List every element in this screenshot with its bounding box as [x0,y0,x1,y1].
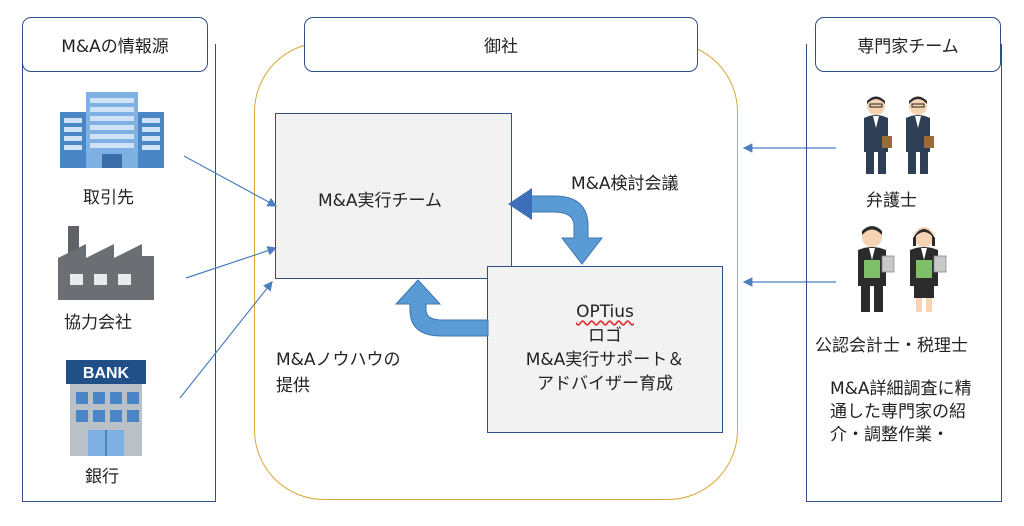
company-title-text: 御社 [484,37,518,57]
knowhow-curved-arrow [394,279,489,337]
experts-panel [806,44,1002,502]
experts-title-text: 専門家チーム [857,37,959,57]
ma-team-label: M&A実行チーム [318,191,443,211]
sources-title-text: M&Aの情報源 [61,37,169,57]
knowhow-label-line1: M&Aノウハウの [276,350,401,370]
optius-advisor-label: アドバイザー育成 [537,374,673,394]
source-label-partners: 協力会社 [64,313,132,333]
optius-text-block: OPTius ロゴ M&A実行サポート＆ アドバイザー育成 [487,300,723,396]
experts-desc-line2: 通した専門家の紹 [830,402,966,422]
source-label-clients: 取引先 [83,188,134,208]
meeting-curved-arrow [508,188,604,265]
accountants-icon [858,226,947,312]
lawyers-icon [864,96,934,174]
office-building-icon [60,92,164,168]
knowhow-label: M&Aノウハウの 提供 [276,347,401,399]
optius-box [487,266,723,433]
meeting-label: M&A検討会議 [571,174,679,194]
bank-sign-text: BANK [83,365,130,382]
accountant-figure-2 [910,227,947,312]
arrow-partners-to-team [185,246,278,279]
sources-panel [22,44,216,502]
bank-icon: BANK [66,360,146,456]
sources-title: M&Aの情報源 [22,17,208,72]
experts-desc-line1: M&A詳細調査に精 [830,379,972,399]
factory-icon [58,226,154,300]
arrow-clients-to-team [183,155,278,207]
company-title: 御社 [304,17,698,72]
source-label-bank: 銀行 [85,467,119,487]
optius-support-label: M&A実行サポート＆ [525,350,685,370]
optius-logo-label: ロゴ [588,326,622,346]
experts-title: 専門家チーム [815,17,1001,72]
accountant-label: 公認会計士・税理士 [815,336,968,356]
lawyer-figure-2 [906,96,934,174]
ma-team-box [275,113,512,279]
lawyer-label: 弁護士 [866,191,917,211]
experts-description: M&A詳細調査に精 通した専門家の紹 介・調整作業・ [830,378,972,447]
experts-desc-line3: 介・調整作業・ [830,425,949,445]
lawyer-figure-1 [864,96,892,174]
arrow-bank-to-team [179,281,273,399]
knowhow-label-line2: 提供 [276,376,310,396]
accountant-figure-1 [858,226,895,312]
optius-name: OPTius [576,302,634,322]
